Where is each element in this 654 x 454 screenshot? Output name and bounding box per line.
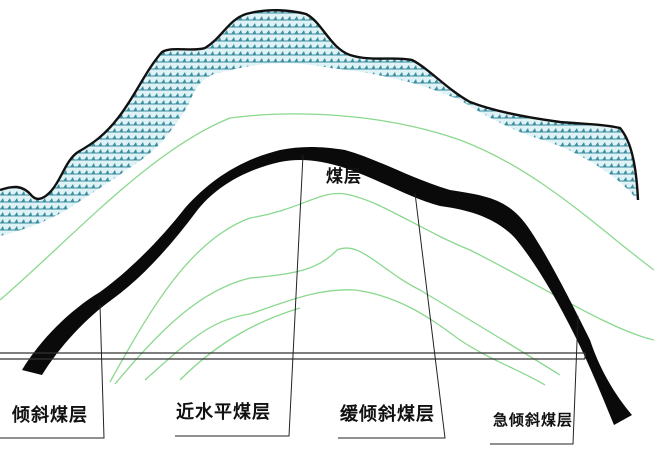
zone-box-near-horizontal xyxy=(175,154,304,437)
zone-divider-lines xyxy=(0,154,579,445)
strata-line-4 xyxy=(144,289,546,386)
coal-seam xyxy=(22,147,632,425)
coal-seam-label: 煤层 xyxy=(326,167,362,187)
strata-line-3 xyxy=(114,247,561,385)
zone-box-gently-inclined xyxy=(338,192,446,439)
overburden-hatched-layer xyxy=(0,10,638,237)
zone-label-inclined: 倾斜煤层 xyxy=(12,405,88,426)
zone-label-near-horizontal: 近水平煤层 xyxy=(176,402,271,423)
strata-line-1 xyxy=(0,113,654,301)
ground-surface-line xyxy=(0,9,640,201)
strata-line-5 xyxy=(179,307,301,381)
zone-box-inclined xyxy=(0,304,105,439)
zone-label-gently-inclined: 缓倾斜煤层 xyxy=(340,404,435,425)
strata-lines xyxy=(0,113,654,386)
strata-line-2 xyxy=(109,192,654,383)
zone-label-steeply-inclined: 急倾斜煤层 xyxy=(493,411,574,429)
zone-box-steeply-inclined xyxy=(490,315,579,445)
